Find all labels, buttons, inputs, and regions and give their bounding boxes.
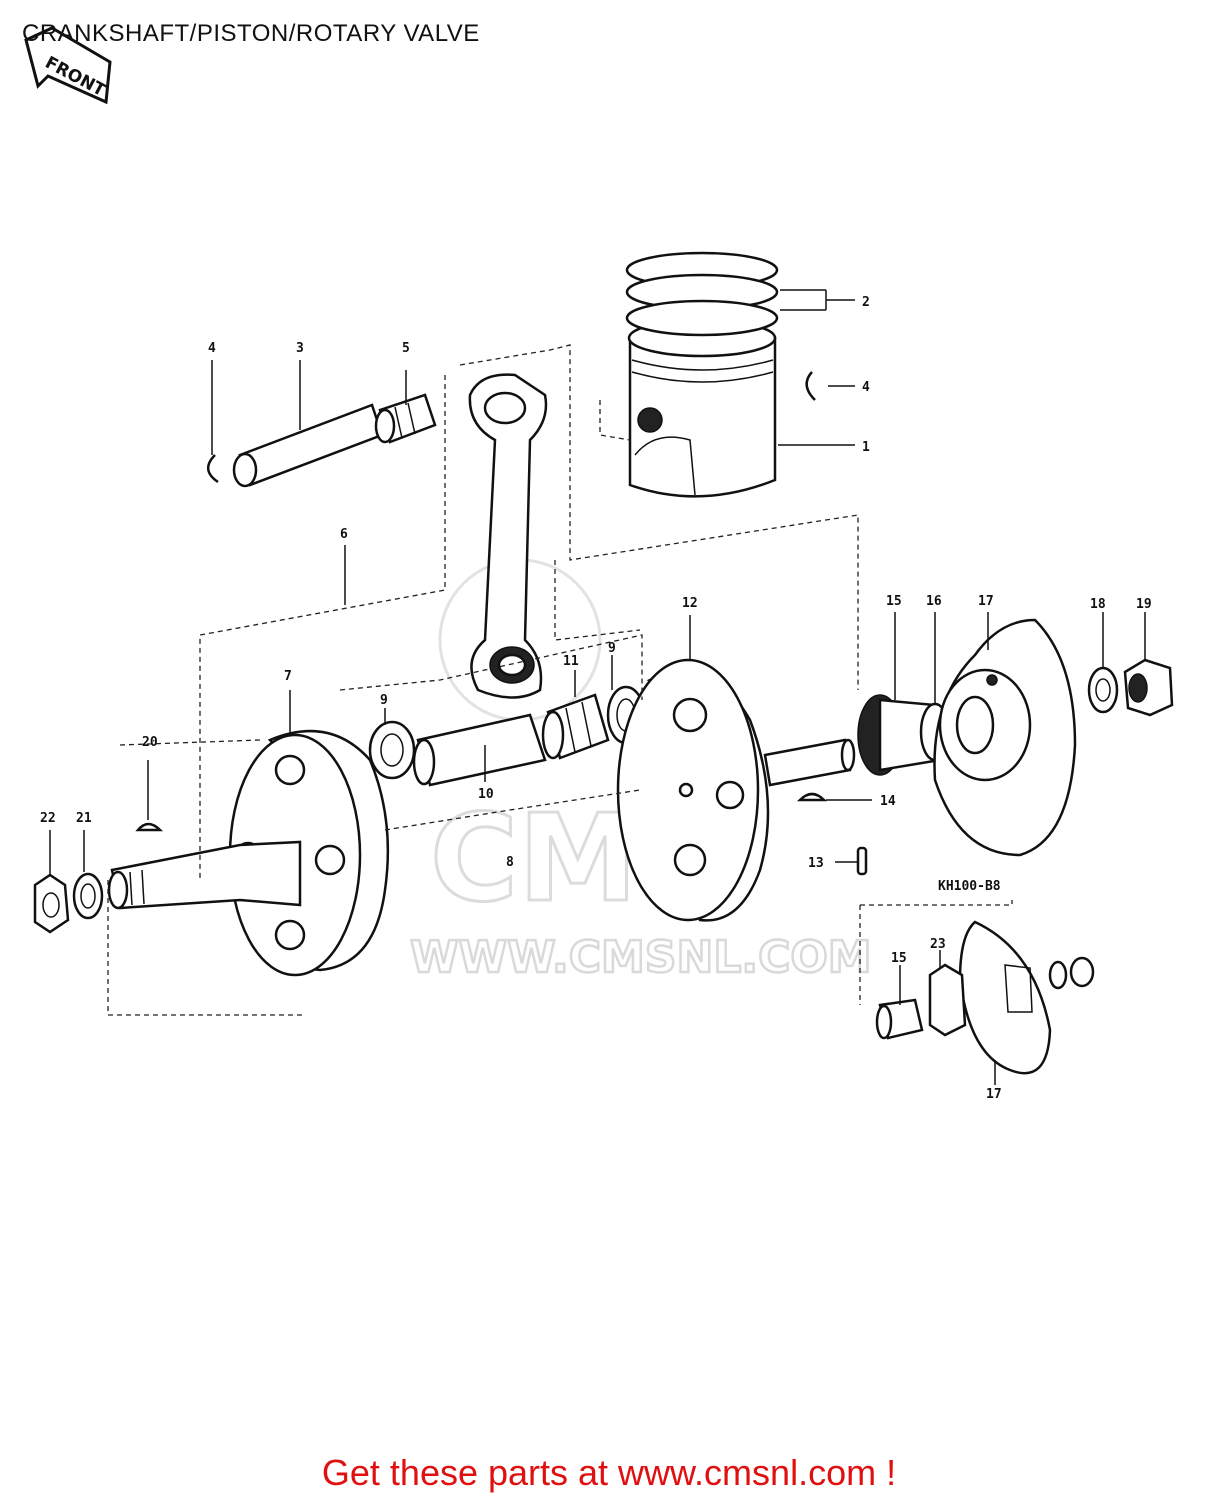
thrust-washer-left [368,720,416,780]
key-right [796,792,828,802]
callout-23: 23 [930,937,946,952]
leader-lines [49,289,1146,1085]
washer-right [1087,666,1119,714]
callout-16: 16 [926,594,942,609]
callout-9-right: 9 [608,641,616,656]
left-flywheel [107,729,390,977]
piston [627,318,777,498]
callout-22: 22 [40,811,56,826]
nut-right [1123,658,1174,717]
rotary-valve-disc [933,618,1077,857]
callout-15: 15 [886,594,902,609]
callout-10: 10 [478,787,494,802]
callout-5: 5 [402,341,410,356]
circlip-left [207,454,219,484]
callout-21: 21 [76,811,92,826]
callout-18: 18 [1090,597,1106,612]
small-end-bearing [374,393,437,444]
washer-left [72,872,104,920]
big-end-bearing [541,693,610,760]
dowel-pin [856,846,868,876]
callout-3: 3 [296,341,304,356]
callout-17-inset: 17 [986,1087,1002,1102]
callout-7: 7 [284,669,292,684]
callout-13: 13 [808,856,824,871]
right-flywheel [616,658,856,922]
woodruff-key [135,822,164,832]
callout-14: 14 [880,794,896,809]
connecting-rod [468,373,548,699]
callout-6: 6 [340,527,348,542]
page-title: CRANKSHAFT/PISTON/ROTARY VALVE [22,20,480,47]
nut-left [33,873,70,934]
piston-pin [232,403,384,488]
circlip-right [805,371,816,401]
callout-15-inset: 15 [891,951,907,966]
callout-17: 17 [978,594,994,609]
variant-inset [859,900,1095,1075]
callout-8: 8 [506,855,514,870]
callout-12: 12 [682,596,698,611]
callout-9-left: 9 [380,693,388,708]
callout-20: 20 [142,735,158,750]
callouts: 2 4 1 4 3 5 6 7 9 9 10 11 12 8 20 21 22 … [40,295,1152,1102]
callout-4-left: 4 [208,341,216,356]
assembly-brackets [107,344,859,1016]
cta-link[interactable]: Get these parts at www.cmsnl.com ! [321,1452,897,1493]
callout-11: 11 [563,654,579,669]
callout-19: 19 [1136,597,1152,612]
callout-1: 1 [862,440,870,455]
watermark-url: WWW.CMSNL.COM [410,932,872,983]
variant-label: KH100-B8 [938,879,1001,894]
callout-4-right: 4 [862,380,870,395]
callout-2: 2 [862,295,870,310]
crank-pin [412,713,547,787]
piston-rings [625,251,779,337]
